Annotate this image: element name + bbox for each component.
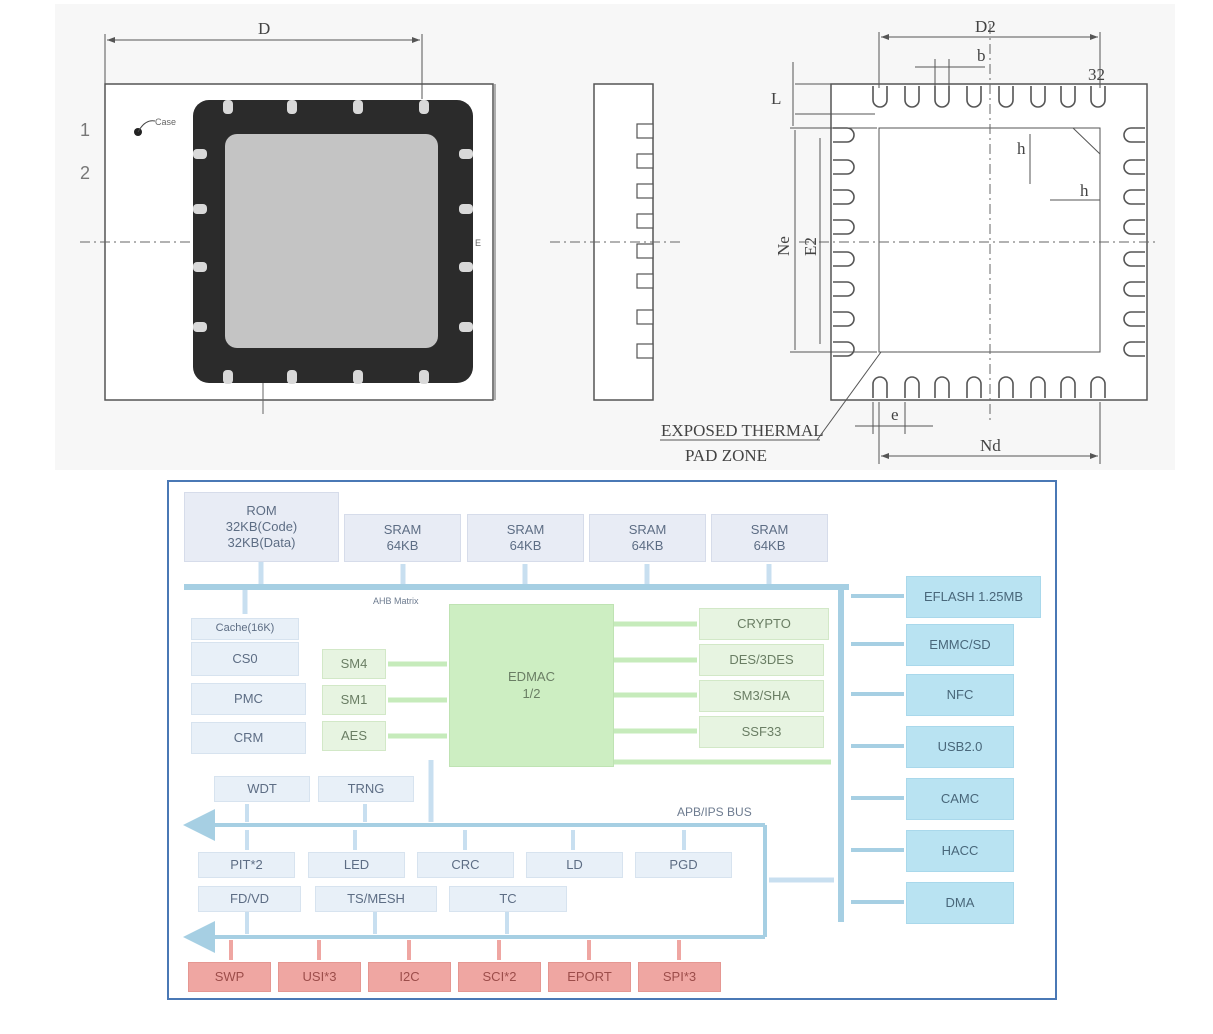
wdt-block: WDT	[214, 776, 310, 802]
dim-d2-arrow-left	[881, 34, 889, 40]
dma-block: DMA	[906, 882, 1014, 924]
memory-connectors	[242, 562, 772, 614]
pin-2-label: 2	[80, 163, 90, 183]
sram-block-2: SRAM 64KB	[467, 514, 584, 562]
right-connectors	[851, 594, 904, 904]
pin-1-leader	[137, 120, 156, 133]
i2c-block: I2C	[368, 962, 451, 992]
ld-block: LD	[526, 852, 623, 878]
crm-block: CRM	[191, 722, 306, 754]
chip-pads	[193, 100, 473, 384]
dim-nd-arrow-left	[881, 453, 889, 459]
ssf33-block: SSF33	[699, 716, 824, 748]
dim-d-arrow-left	[107, 37, 115, 43]
pin-1-label: 1	[80, 120, 90, 140]
dim-l-label: L	[771, 89, 781, 108]
block-diagram: ROM 32KB(Code) 32KB(Data) SRAM 64KB SRAM…	[167, 480, 1057, 1000]
io-connectors	[229, 940, 681, 960]
emmc-sd-block: EMMC/SD	[906, 624, 1014, 666]
usi-block: USI*3	[278, 962, 361, 992]
pgd-block: PGD	[635, 852, 732, 878]
sci-block: SCI*2	[458, 962, 541, 992]
dim-nd-arrow-right	[1090, 453, 1098, 459]
ts-mesh-block: TS/MESH	[315, 886, 437, 912]
dim-d-label: D	[258, 19, 270, 38]
cs0-block: CS0	[191, 642, 299, 676]
usb-block: USB2.0	[906, 726, 1014, 768]
package-drawing-panel: D E 1 2 Case	[55, 4, 1175, 470]
camc-block: CAMC	[906, 778, 1014, 820]
dim-h1-label: h	[1017, 139, 1026, 158]
eflash-block: EFLASH 1.25MB	[906, 576, 1041, 618]
sram-block-1: SRAM 64KB	[344, 514, 461, 562]
exposed-pad-label-1: EXPOSED THERMAL	[661, 421, 824, 440]
spi-block: SPI*3	[638, 962, 721, 992]
edmac-block: EDMAC 1/2	[449, 604, 614, 767]
peripheral-connectors	[245, 804, 686, 934]
dim-d2-label: D2	[975, 17, 996, 36]
rom-block: ROM 32KB(Code) 32KB(Data)	[184, 492, 339, 562]
hacc-block: HACC	[906, 830, 1014, 872]
edmac-crypto-connectors	[388, 621, 831, 765]
led-block: LED	[308, 852, 405, 878]
fd-vd-block: FD/VD	[198, 886, 301, 912]
package-drawing-svg: D E 1 2 Case	[80, 17, 1157, 465]
side-view-pins	[636, 123, 654, 359]
pin-32-label: 32	[1088, 65, 1105, 84]
cache-block: Cache(16K)	[191, 618, 299, 640]
dim-nd-label: Nd	[980, 436, 1001, 455]
bottom-view-leads	[833, 86, 1145, 398]
sram-block-4: SRAM 64KB	[711, 514, 828, 562]
exposed-pad-label-2: PAD ZONE	[685, 446, 767, 465]
dim-d-arrow-right	[412, 37, 420, 43]
exposed-pad-leader	[816, 351, 882, 441]
nfc-block: NFC	[906, 674, 1014, 716]
dim-e-small-label: e	[891, 405, 899, 424]
crc-block: CRC	[417, 852, 514, 878]
apb-bus-label: APB/IPS BUS	[677, 805, 752, 819]
pit-block: PIT*2	[198, 852, 295, 878]
chip-exposed-pad	[225, 134, 438, 348]
sm3-sha-block: SM3/SHA	[699, 680, 824, 712]
sm4-block: SM4	[322, 649, 386, 679]
aes-block: AES	[322, 721, 386, 751]
crypto-block: CRYPTO	[699, 608, 829, 640]
eport-block: EPORT	[548, 962, 631, 992]
tc-block: TC	[449, 886, 567, 912]
trng-block: TRNG	[318, 776, 414, 802]
pad-chamfer	[1072, 127, 1101, 155]
bus-lines-svg	[183, 562, 904, 960]
swp-block: SWP	[188, 962, 271, 992]
dim-d2-arrow-right	[1090, 34, 1098, 40]
dim-e2-label: E2	[801, 237, 820, 256]
sram-block-3: SRAM 64KB	[589, 514, 706, 562]
case-label: Case	[155, 117, 176, 127]
pin-1-dot	[134, 128, 142, 136]
ahb-matrix-label: AHB Matrix	[373, 596, 419, 606]
sm1-block: SM1	[322, 685, 386, 715]
dim-e-label: E	[475, 238, 481, 248]
dim-ne-label: Ne	[774, 236, 793, 256]
des-block: DES/3DES	[699, 644, 824, 676]
dim-b-label: b	[977, 46, 986, 65]
dim-h2-label: h	[1080, 181, 1089, 200]
pmc-block: PMC	[191, 683, 306, 715]
